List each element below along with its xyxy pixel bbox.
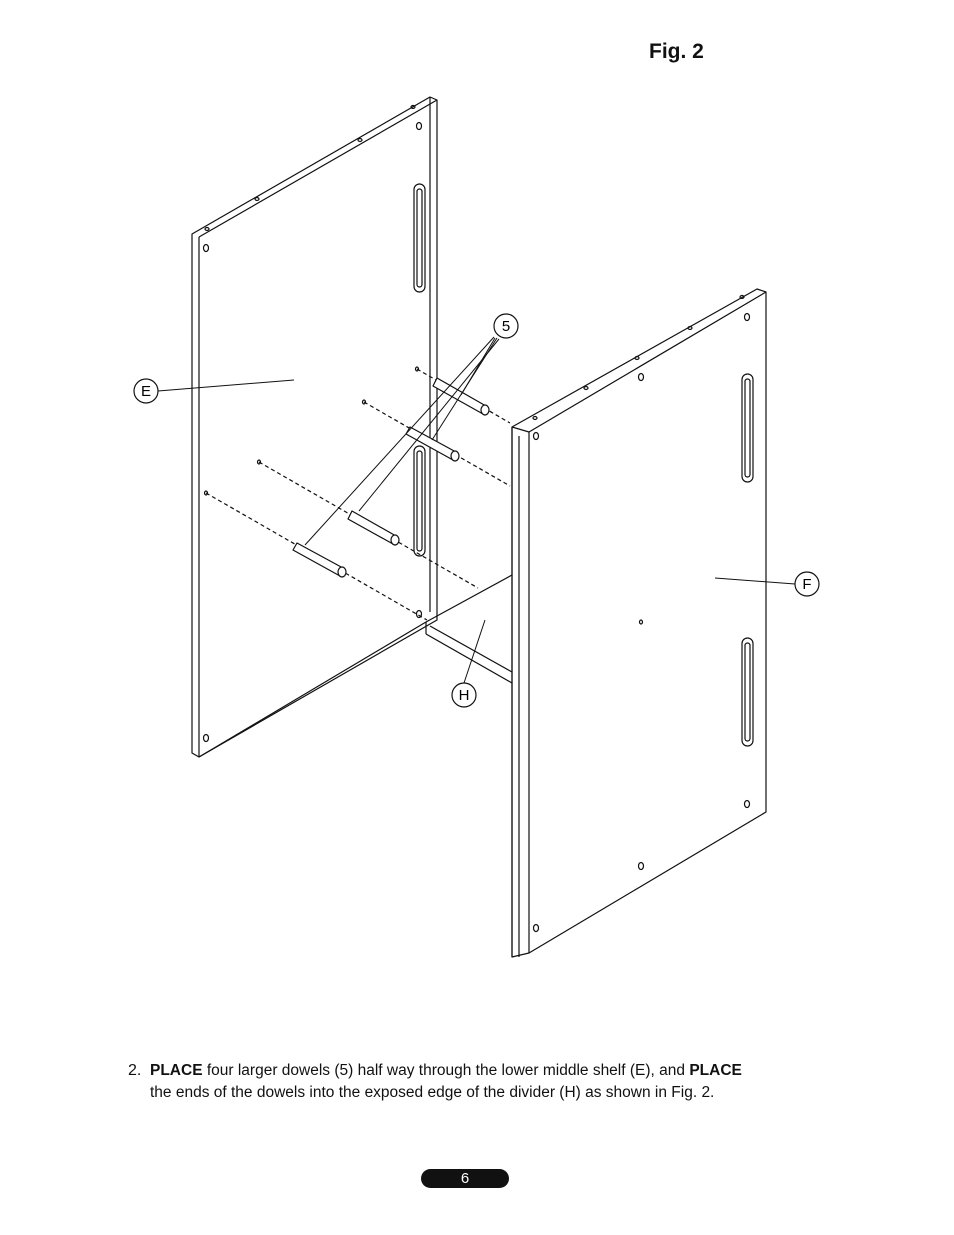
callout-f-label: F bbox=[802, 576, 811, 593]
callout-5: 5 bbox=[493, 313, 519, 339]
divider-h bbox=[198, 574, 513, 758]
instruction-verb-1: PLACE bbox=[150, 1062, 203, 1079]
dowels bbox=[205, 368, 511, 621]
callout-h-label: H bbox=[459, 687, 470, 704]
callout-e-label: E bbox=[141, 383, 151, 400]
callout-h: H bbox=[451, 682, 477, 708]
assembly-diagram: 5 E F H bbox=[133, 96, 820, 958]
shelf-panel-e bbox=[191, 96, 438, 758]
figure-title: Fig. 2 bbox=[649, 40, 704, 63]
leader-lines bbox=[157, 336, 796, 684]
instruction-text-1: four larger dowels (5) half way through … bbox=[202, 1062, 690, 1079]
side-panel-f bbox=[511, 288, 767, 958]
callout-5-label: 5 bbox=[502, 318, 510, 335]
callout-e: E bbox=[133, 378, 159, 404]
instruction-text-2: the ends of the dowels into the exposed … bbox=[150, 1084, 715, 1101]
instruction-verb-2: PLACE bbox=[689, 1062, 742, 1079]
step-number: 2. bbox=[128, 1062, 142, 1079]
instruction-step: 2. PLACE four larger dowels (5) half way … bbox=[128, 1060, 848, 1104]
page-number: 6 bbox=[421, 1169, 509, 1188]
callout-f: F bbox=[794, 571, 820, 597]
